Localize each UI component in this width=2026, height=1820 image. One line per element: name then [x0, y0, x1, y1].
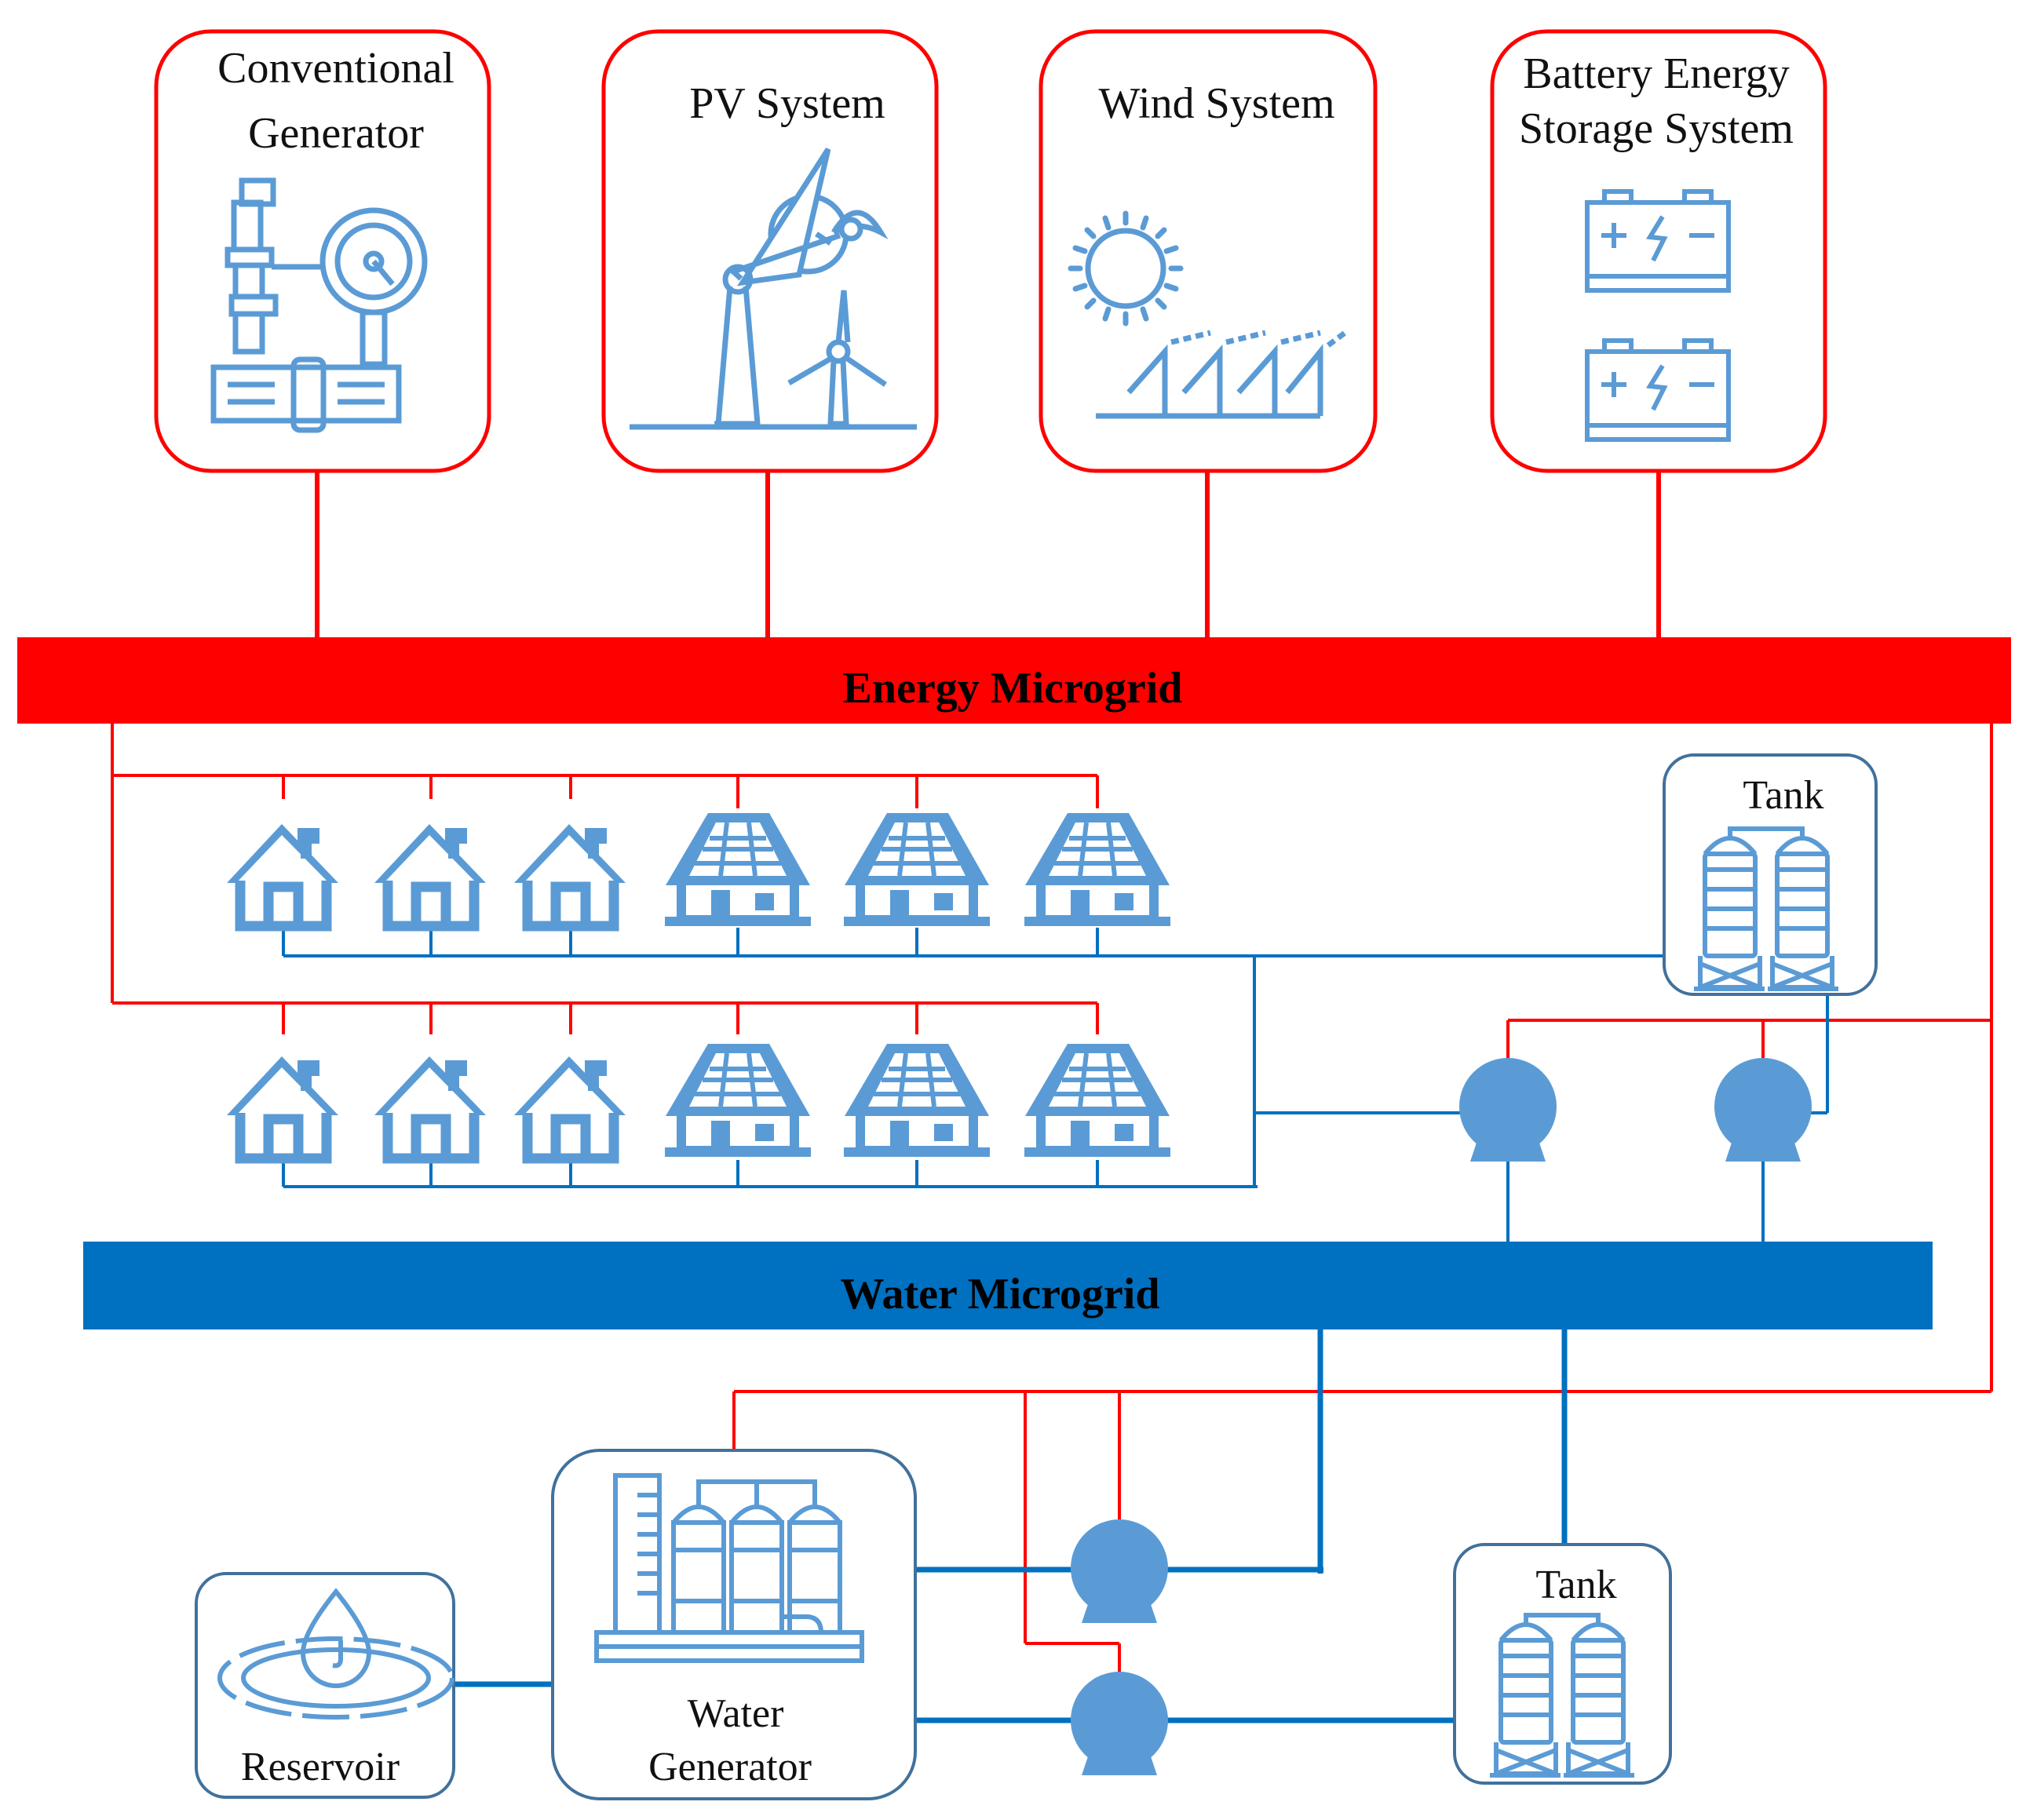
house-icon — [374, 1056, 486, 1158]
water-connection-lines — [282, 928, 1829, 1723]
energy-connection-lines — [111, 471, 1993, 1686]
energy-microgrid-bus: Energy Microgrid — [17, 637, 2011, 724]
reservoir-box: Reservoir — [195, 1572, 455, 1799]
battery-icon — [1585, 189, 1731, 442]
house-icon — [514, 824, 626, 926]
water-generator-label-line1: Water — [688, 1691, 784, 1736]
pump-icon — [1071, 1519, 1168, 1623]
house-icon — [374, 824, 486, 926]
wind-turbine-icon — [630, 148, 917, 430]
house-row-lower — [227, 1044, 1170, 1158]
reservoir-label: Reservoir — [241, 1745, 400, 1789]
battery-label-line2: Storage System — [1519, 104, 1794, 153]
water-microgrid-bus: Water Microgrid — [83, 1242, 1933, 1329]
pv-system-box: PV System — [601, 29, 939, 473]
pump-icon — [1071, 1672, 1168, 1775]
battery-label-line1: Battery Energy — [1523, 49, 1790, 98]
house-icon — [514, 1056, 626, 1158]
water-microgrid-label: Water Microgrid — [841, 1270, 1160, 1318]
solar-house-icon — [1024, 1044, 1170, 1157]
house-row-upper — [227, 813, 1170, 926]
pump-icon — [1459, 1058, 1557, 1162]
solar-house-icon — [844, 813, 990, 926]
tank-lower-box: Tank — [1453, 1543, 1672, 1785]
wind-system-box: Wind System — [1039, 29, 1378, 473]
solar-panel-icon — [1068, 210, 1349, 419]
conventional-label-line1: Conventional — [217, 44, 454, 93]
generator-icon — [210, 177, 428, 433]
water-generator-label-line2: Generator — [648, 1745, 812, 1789]
water-plant-icon — [594, 1473, 864, 1663]
tank-lower-label: Tank — [1535, 1563, 1616, 1607]
pump-icon — [1714, 1058, 1812, 1162]
conventional-label-line2: Generator — [248, 109, 424, 158]
tank-upper-box: Tank — [1663, 753, 1878, 996]
house-icon — [227, 1056, 338, 1158]
pv-label: PV System — [689, 79, 885, 128]
solar-house-icon — [844, 1044, 990, 1157]
conventional-generator-box: Conventional Generator — [154, 29, 491, 473]
wind-label: Wind System — [1098, 79, 1334, 128]
water-generator-box: Water Generator — [551, 1449, 917, 1800]
battery-storage-box: Battery Energy Storage System — [1490, 29, 1827, 473]
solar-house-icon — [1024, 813, 1170, 926]
house-icon — [227, 824, 338, 926]
solar-house-icon — [665, 813, 811, 926]
solar-house-icon — [665, 1044, 811, 1157]
energy-microgrid-label: Energy Microgrid — [843, 664, 1183, 713]
water-drop-icon — [217, 1588, 454, 1720]
tank-upper-label: Tank — [1743, 773, 1823, 818]
